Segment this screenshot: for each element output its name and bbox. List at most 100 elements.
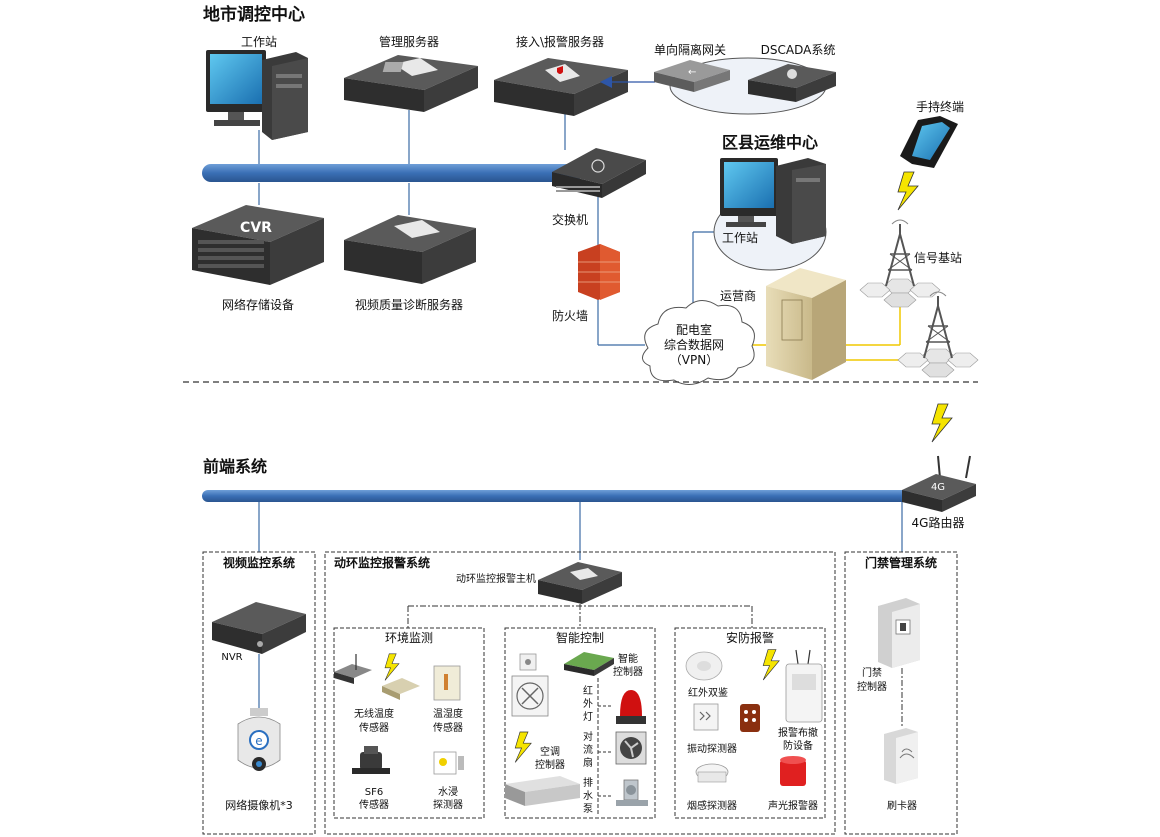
ac-unit-icon xyxy=(505,776,580,806)
label-env-host: 动环监控报警主机 xyxy=(456,572,536,585)
label-ac-2: 控制器 xyxy=(535,758,565,771)
env-monitor-title: 环境监测 xyxy=(385,630,433,645)
wireless-bolt-icon xyxy=(384,653,400,681)
label-siren: 声光报警器 xyxy=(768,799,818,812)
video-system-box xyxy=(202,551,316,835)
dscada-server-icon xyxy=(748,64,836,102)
alarm-host-icon xyxy=(785,649,823,723)
label-firewall: 防火墙 xyxy=(552,308,588,323)
ptz-camera-icon: e xyxy=(237,708,281,771)
env-control-title: 智能控制 xyxy=(556,630,604,645)
switch-icon xyxy=(552,148,646,198)
env-security-title: 安防报警 xyxy=(726,630,774,645)
nvr-icon xyxy=(212,602,306,654)
video-system-title: 视频监控系统 xyxy=(223,555,295,570)
label-pump-2: 水 xyxy=(583,790,593,802)
axial-fan-icon xyxy=(615,731,647,765)
label-alarm-arm-2: 防设备 xyxy=(783,739,813,752)
label-alarm-arm-1: 报警布撤 xyxy=(778,726,818,739)
label-dscada: DSCADA系统 xyxy=(761,43,836,57)
label-pump-1: 排 xyxy=(583,776,593,789)
arrow-icon xyxy=(600,76,612,88)
water-pump-icon xyxy=(616,779,648,806)
door-system-title: 门禁管理系统 xyxy=(865,555,937,570)
door-controller-icon xyxy=(878,598,920,668)
label-camera: 网络摄像机*3 xyxy=(225,798,293,812)
cloud-line-2: 综合数据网 xyxy=(664,337,724,352)
label-storage: 网络存储设备 xyxy=(222,297,294,312)
operator-rack-icon xyxy=(766,268,846,380)
label-ir-2: 外 xyxy=(583,698,593,710)
cloud-line-1: 配电室 xyxy=(676,322,712,337)
label-gateway: 单向隔离网关 xyxy=(654,42,726,57)
env-system-title: 动环监控报警系统 xyxy=(334,555,430,570)
label-ir-3: 灯 xyxy=(583,711,593,723)
label-pump-3: 泵 xyxy=(583,803,593,815)
small-switch-icon xyxy=(519,653,537,671)
smart-controller-icon xyxy=(564,652,614,676)
svg-text:e: e xyxy=(255,734,262,748)
label-controller-2: 控制器 xyxy=(613,665,643,678)
tower-icon xyxy=(885,219,915,287)
firewall-icon xyxy=(578,244,620,300)
label-card-reader: 刷卡器 xyxy=(887,799,917,812)
vpn-cloud-icon xyxy=(642,300,755,385)
tower-icon-2 xyxy=(923,291,953,359)
env-monitor-box xyxy=(333,627,485,819)
4g-router-icon xyxy=(902,455,976,512)
sf6-sensor-icon xyxy=(352,746,390,774)
exhaust-fan-icon xyxy=(511,675,549,717)
ir-dual-detector-icon xyxy=(685,651,723,681)
label-county-workstation: 工作站 xyxy=(722,231,758,245)
label-handheld: 手持终端 xyxy=(916,99,964,114)
video-diagnosis-server-icon xyxy=(344,215,476,284)
remote-fob-icon xyxy=(740,704,760,732)
alarm-bolt-icon xyxy=(762,649,780,681)
label-door-controller-1: 门禁 xyxy=(862,666,882,679)
label-fan-1: 对 xyxy=(583,730,593,743)
label-switch: 交换机 xyxy=(552,212,588,227)
label-water-1: 水浸 xyxy=(438,786,458,798)
smoke-detector-icon xyxy=(695,763,729,783)
env-system-box xyxy=(324,551,836,835)
label-vibration: 振动探测器 xyxy=(687,742,737,755)
vibration-detector-icon xyxy=(693,703,719,731)
label-workstation: 工作站 xyxy=(241,35,277,49)
label-alarm-server: 接入\报警服务器 xyxy=(516,34,604,49)
router-badge: 4G xyxy=(931,482,945,493)
alarm-server-icon xyxy=(494,58,628,116)
env-host-icon xyxy=(538,562,622,604)
label-video-diagnosis: 视频质量诊断服务器 xyxy=(355,297,463,312)
label-ac-1: 空调 xyxy=(540,745,560,758)
label-temp-sensor-2: 传感器 xyxy=(433,721,463,734)
cloud-line-3: （VPN） xyxy=(670,353,718,367)
top-network-bus xyxy=(202,164,582,182)
label-wireless-sensor-1: 无线温度 xyxy=(354,707,394,720)
section-title-county: 区县运维中心 xyxy=(722,133,818,152)
handheld-icon xyxy=(900,116,958,168)
label-door-controller-2: 控制器 xyxy=(857,680,887,693)
ac-bolt-icon xyxy=(514,731,532,763)
front-network-bus xyxy=(202,490,912,502)
section-title-front: 前端系统 xyxy=(203,457,267,476)
base-station-ground xyxy=(859,278,941,308)
water-sensor-icon xyxy=(433,751,464,775)
label-sf6-2: 传感器 xyxy=(359,798,389,811)
label-temp-sensor-1: 温湿度 xyxy=(433,707,463,720)
label-wireless-sensor-2: 传感器 xyxy=(359,721,389,734)
cvr-storage-icon xyxy=(192,205,324,285)
label-smoke: 烟感探测器 xyxy=(687,799,737,812)
county-workstation-icon xyxy=(720,158,826,244)
wireless-temp-sensor-icon xyxy=(334,654,420,700)
temp-humidity-sensor-icon xyxy=(433,665,461,701)
label-water-2: 探测器 xyxy=(433,798,463,811)
4g-signal-bolt-icon xyxy=(931,403,953,443)
svg-text:←: ← xyxy=(688,67,696,78)
label-management-server: 管理服务器 xyxy=(379,34,439,49)
env-security-box xyxy=(674,627,826,819)
one-way-gateway-icon: ← xyxy=(654,60,730,92)
card-reader-icon xyxy=(884,728,918,784)
door-system-box xyxy=(844,551,958,835)
workstation-icon xyxy=(206,50,308,140)
